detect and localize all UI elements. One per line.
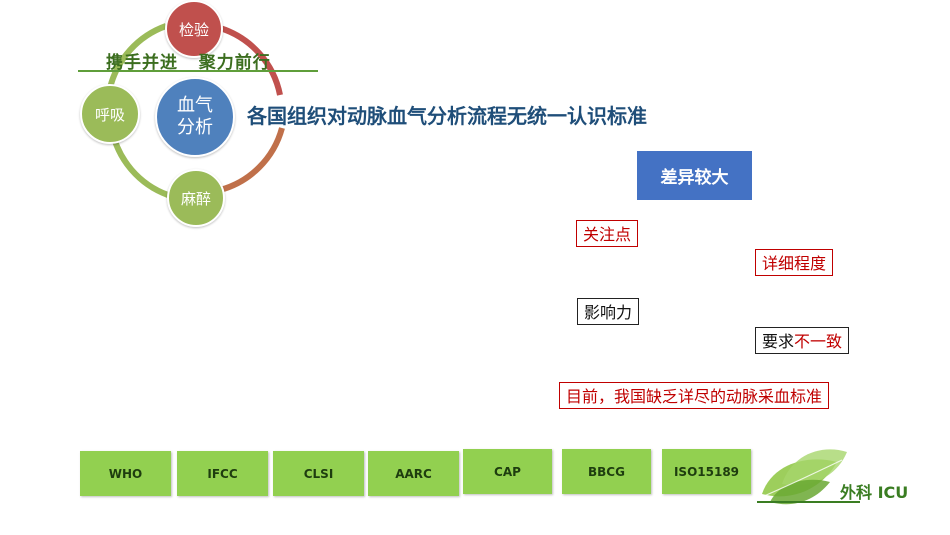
org-aarc-label: AARC: [395, 466, 432, 481]
cycle-node-top: 检验: [165, 0, 223, 58]
tag-focus: 关注点: [576, 220, 639, 247]
org-iso15189-label: ISO15189: [673, 464, 740, 479]
cycle-node-bottom-label: 麻醉: [180, 189, 211, 208]
cycle-node-left-label: 呼吸: [94, 105, 125, 124]
difference-box: 差异较大: [637, 151, 752, 200]
org-aarc: AARC: [368, 451, 459, 496]
cycle-node-left: 呼吸: [80, 84, 140, 144]
tag-requirement: 要求不一致: [755, 327, 850, 354]
tag-current-status: 目前，我国缺乏详尽的动脉采血标准: [559, 382, 830, 409]
org-who: WHO: [80, 451, 171, 496]
org-bbcg-label: BBCG: [588, 464, 625, 479]
org-ifcc: IFCC: [177, 451, 268, 496]
cycle-center-line2: 分析: [177, 117, 213, 138]
org-who-label: WHO: [108, 466, 143, 481]
cycle-diagram: [78, 23, 318, 198]
tag-influence-label: 影响力: [584, 303, 633, 322]
cycle-center: 血气 分析: [155, 77, 235, 157]
tag-requirement-prefix: 要求: [762, 332, 795, 351]
cycle-node-bottom: 麻醉: [167, 169, 225, 227]
cycle-center-line1: 血气: [177, 95, 213, 116]
cycle-arc-top-right: [219, 25, 283, 96]
tag-detail-label: 详细程度: [762, 254, 827, 273]
slogan: 携手并进 聚力前行: [106, 53, 271, 73]
logo-text: 外科 ICU: [840, 483, 909, 502]
page-title: 各国组织对动脉血气分析流程无统一认识标准: [247, 104, 647, 128]
tag-current-status-label: 目前，我国缺乏详尽的动脉采血标准: [566, 387, 823, 406]
tag-influence: 影响力: [577, 298, 640, 325]
cycle-arc-left-top: [107, 23, 168, 89]
org-ifcc-label: IFCC: [207, 466, 238, 481]
tag-detail: 详细程度: [755, 249, 834, 276]
org-bbcg: BBCG: [562, 449, 651, 494]
cycle-arc-right-bottom: [219, 127, 285, 193]
org-iso15189: ISO15189: [662, 449, 751, 494]
tag-focus-label: 关注点: [583, 225, 632, 244]
tag-requirement-suffix: 不一致: [794, 332, 843, 351]
cycle-node-top-label: 检验: [178, 20, 209, 39]
org-cap-label: CAP: [494, 464, 521, 479]
org-cap: CAP: [463, 449, 552, 494]
org-clsi-label: CLSI: [303, 466, 334, 481]
leaf-logo-icon: [757, 449, 860, 505]
org-clsi: CLSI: [273, 451, 364, 496]
